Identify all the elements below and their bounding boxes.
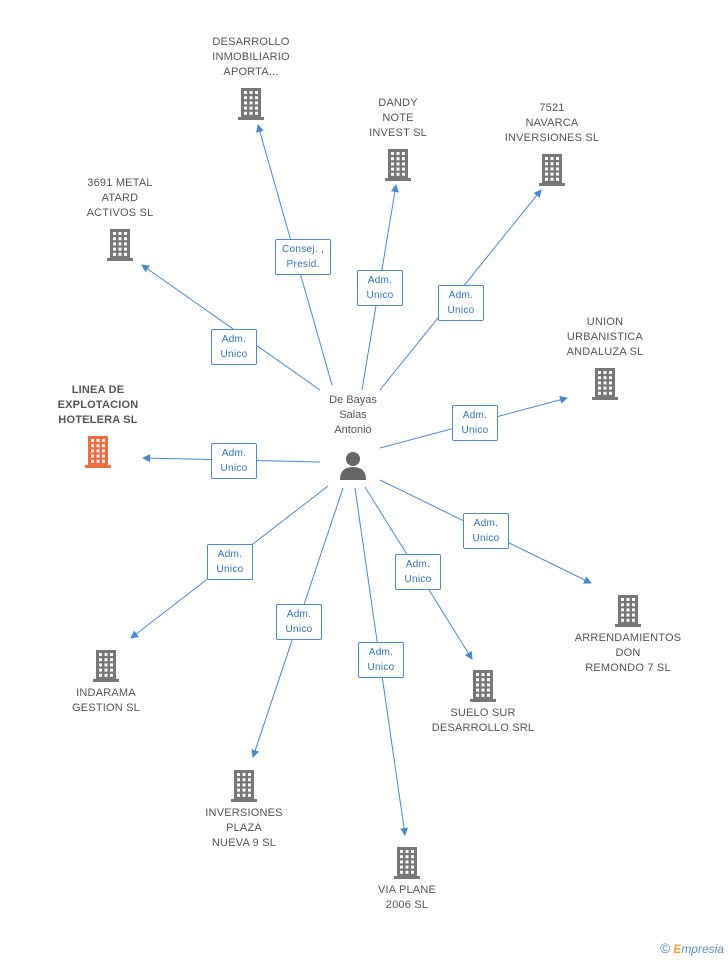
company-label[interactable]: ARRENDAMIENTOS DON REMONDO 7 SL [574, 632, 682, 674]
company-node-viaplane[interactable]: VIA PLANE 2006 SL [347, 845, 467, 913]
role-badge-desarrollo[interactable]: Consej. , Presid. [275, 239, 332, 275]
company-label[interactable]: INDARAMA GESTION SL [71, 687, 141, 714]
center-person[interactable]: De Bayas Salas Antonio [308, 393, 398, 482]
role-badge-indarama[interactable]: Adm. Unico [207, 544, 253, 580]
role-badge-plaza[interactable]: Adm. Unico [276, 604, 322, 640]
person-name: De Bayas Salas Antonio [329, 394, 377, 436]
company-node-arrend[interactable]: ARRENDAMIENTOS DON REMONDO 7 SL [568, 593, 688, 676]
building-icon [238, 88, 264, 120]
company-label[interactable]: 7521 NAVARCA INVERSIONES SL [504, 102, 600, 144]
company-node-union[interactable]: UNION URBANISTICA ANDALUZA SL [545, 315, 665, 400]
role-badge-arrend[interactable]: Adm. Unico [463, 513, 509, 549]
company-label[interactable]: UNION URBANISTICA ANDALUZA SL [566, 316, 644, 358]
role-badge-dandy[interactable]: Adm. Unico [357, 270, 403, 306]
company-node-desarrollo[interactable]: DESARROLLO INMOBILIARIO APORTA... [191, 35, 311, 120]
building-icon [592, 368, 618, 400]
edge-metal [141, 264, 321, 391]
company-label[interactable]: INVERSIONES PLAZA NUEVA 9 SL [205, 807, 283, 849]
company-node-metal[interactable]: 3691 METAL ATARD ACTIVOS SL [60, 176, 180, 261]
role-badge-navarca[interactable]: Adm. Unico [438, 285, 484, 321]
building-icon [470, 670, 496, 702]
building-icon [385, 149, 411, 181]
building-icon [85, 436, 111, 468]
company-label[interactable]: LINEA DE EXPLOTACION HOTELERA SL [57, 384, 139, 426]
role-badge-metal[interactable]: Adm. Unico [211, 329, 257, 365]
brand-name: mpresia [681, 942, 724, 956]
company-node-linea[interactable]: LINEA DE EXPLOTACION HOTELERA SL [38, 383, 158, 468]
building-icon [93, 650, 119, 682]
company-label[interactable]: SUELO SUR DESARROLLO SRL [431, 707, 535, 734]
company-label[interactable]: 3691 METAL ATARD ACTIVOS SL [86, 177, 154, 219]
role-badge-viaplane[interactable]: Adm. Unico [358, 642, 404, 678]
company-label[interactable]: VIA PLANE 2006 SL [377, 884, 437, 911]
copyright-symbol: © [659, 940, 671, 956]
building-icon [394, 847, 420, 879]
building-icon [615, 595, 641, 627]
company-node-indarama[interactable]: INDARAMA GESTION SL [46, 648, 166, 716]
role-badge-union[interactable]: Adm. Unico [452, 405, 498, 441]
building-icon [231, 770, 257, 802]
company-node-suelo[interactable]: SUELO SUR DESARROLLO SRL [423, 668, 543, 736]
brand-initial: E [673, 942, 682, 956]
company-label[interactable]: DANDY NOTE INVEST SL [369, 97, 427, 139]
role-badge-suelo[interactable]: Adm. Unico [395, 554, 441, 590]
building-icon [107, 229, 133, 261]
company-node-plaza[interactable]: INVERSIONES PLAZA NUEVA 9 SL [184, 768, 304, 851]
person-icon [340, 452, 366, 480]
building-icon [539, 154, 565, 186]
company-label[interactable]: DESARROLLO INMOBILIARIO APORTA... [212, 36, 290, 78]
company-node-navarca[interactable]: 7521 NAVARCA INVERSIONES SL [492, 101, 612, 186]
role-badge-linea[interactable]: Adm. Unico [211, 443, 257, 479]
company-node-dandy[interactable]: DANDY NOTE INVEST SL [338, 96, 458, 181]
brand-logo: ©Empresia [660, 940, 724, 956]
